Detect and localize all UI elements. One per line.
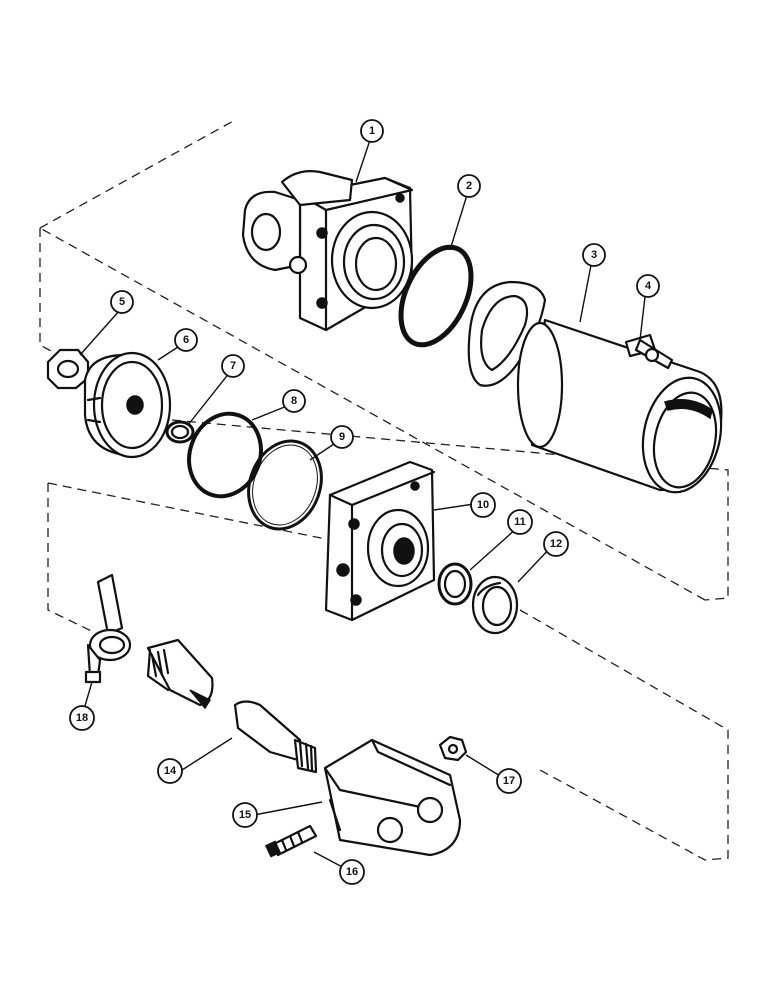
- part-11-washer: [437, 562, 473, 606]
- callout-2: 2: [457, 174, 481, 198]
- part-10-cylinder-head: [324, 460, 436, 622]
- part-4-tube-fitting: [624, 333, 674, 370]
- callout-4: 4: [636, 274, 660, 298]
- callout-7-label: 7: [230, 360, 236, 372]
- part-9-o-ring: [247, 439, 323, 531]
- callout-18-label: 18: [76, 712, 88, 724]
- callout-3: 3: [582, 243, 606, 267]
- callout-11-label: 11: [514, 516, 526, 528]
- callout-16-label: 16: [346, 866, 358, 878]
- callout-9: 9: [330, 425, 354, 449]
- leader-lines: [79, 139, 647, 871]
- callout-15-label: 15: [239, 809, 251, 821]
- callout-5-label: 5: [119, 296, 125, 308]
- part-14-rod-lower: [233, 700, 318, 774]
- callout-12: 12: [543, 531, 569, 557]
- callout-12-label: 12: [550, 538, 562, 550]
- part-2-o-ring: [398, 244, 474, 348]
- part-17-nut: [438, 735, 468, 762]
- part-1-base-end-cap: [241, 170, 414, 332]
- piston-rod-upper: [146, 638, 214, 710]
- callout-17-label: 17: [503, 775, 515, 787]
- callout-8-label: 8: [291, 395, 297, 407]
- part-3-cylinder-tube: [516, 318, 723, 494]
- callout-4-label: 4: [645, 280, 652, 292]
- part-12-wiper-seal: [471, 575, 519, 635]
- callout-8: 8: [282, 389, 306, 413]
- assembly-guide-lines: [39, 119, 729, 861]
- part-16-bolt: [264, 824, 318, 858]
- part-8-o-ring: [187, 411, 263, 499]
- part-6-piston: [83, 351, 172, 459]
- callout-14-label: 14: [164, 765, 177, 777]
- part-5-nut: [46, 348, 90, 390]
- callout-16: 16: [339, 859, 365, 885]
- callout-10-label: 10: [477, 499, 489, 511]
- callout-18: 18: [69, 705, 95, 731]
- callout-2-label: 2: [466, 180, 472, 192]
- callout-1: 1: [360, 119, 384, 143]
- callout-10: 10: [470, 492, 496, 518]
- callout-11: 11: [507, 509, 533, 535]
- part-18-clamp: [84, 573, 132, 684]
- callout-14: 14: [157, 758, 183, 784]
- callout-7: 7: [221, 354, 245, 378]
- callout-15: 15: [232, 802, 258, 828]
- callout-1-label: 1: [369, 125, 375, 137]
- callout-9-label: 9: [339, 431, 345, 443]
- callouts: 1 2 3 4 5 6 7 8 9 10 11 12 14 15 16 17 1…: [69, 119, 660, 885]
- callout-6-label: 6: [183, 334, 189, 346]
- part-15-clevis: [323, 738, 462, 857]
- callout-6: 6: [174, 328, 198, 352]
- callout-17: 17: [496, 768, 522, 794]
- part-7-small-ring: [165, 420, 195, 444]
- callout-3-label: 3: [591, 249, 597, 261]
- callout-5: 5: [110, 290, 134, 314]
